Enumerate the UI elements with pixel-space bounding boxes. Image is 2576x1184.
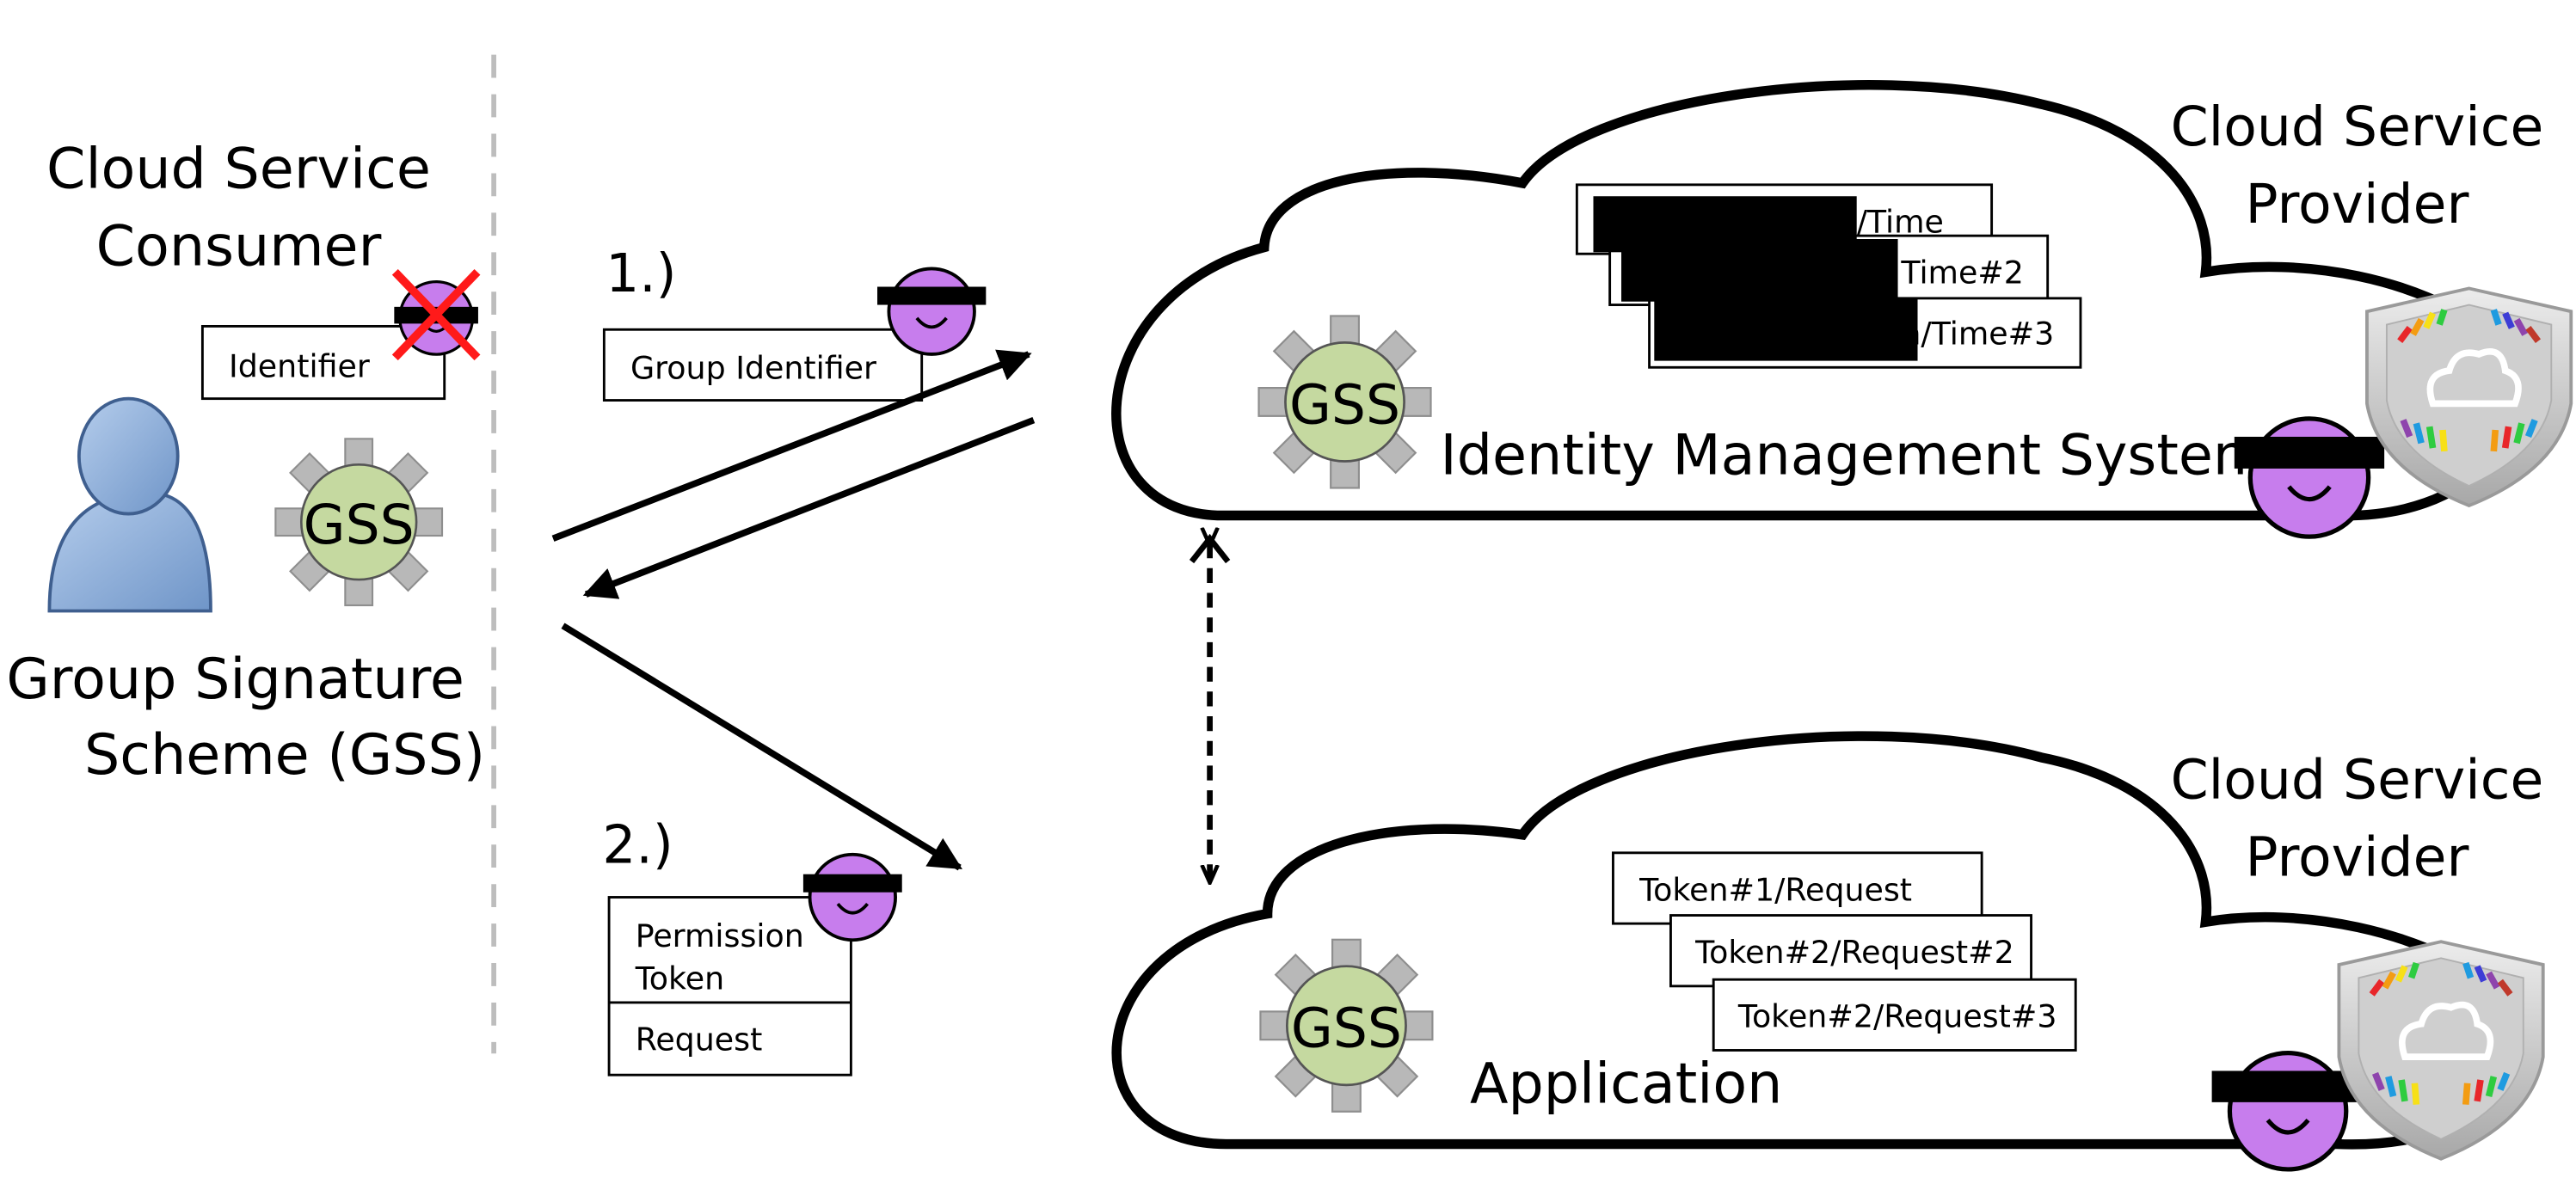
permission-token-card: Permission Token Request [607, 896, 852, 1077]
app-record-list: Token#1/Request Token#2/Request#2 Token#… [1612, 851, 2077, 1052]
consumer-gss-label: GSS [304, 493, 415, 556]
redaction-bars [1593, 196, 1918, 361]
sync-arrow-head-top [1189, 533, 1231, 564]
ims-provider-line1: Cloud Service [2171, 95, 2544, 158]
application-arrow [561, 623, 962, 871]
app-gss-label: GSS [1291, 997, 1402, 1060]
smiley-icon [2211, 1053, 2364, 1169]
group-identifier-label: Group Identifier [630, 350, 876, 387]
ims-record-text: n/Time#3 [1901, 315, 2054, 352]
scheme-line1: Group Signature [6, 647, 464, 712]
ims-record-text: /Time [1857, 203, 1944, 240]
app-provider-line1: Cloud Service [2171, 748, 2544, 812]
request-arrow [551, 349, 1032, 542]
ims-provider-line2: Provider [2245, 172, 2468, 236]
smiley-icon [802, 852, 902, 942]
user-icon [47, 396, 212, 613]
app-record-text: Token#2/Request#3 [1737, 998, 2057, 1035]
step2-number: 2.) [602, 814, 673, 875]
ims-system-label: Identity Management System [1441, 424, 2268, 488]
group-identifier-card: Group Identifier [602, 328, 924, 402]
consumer-title-line1: Cloud Service [46, 138, 431, 202]
identifier-label: Identifier [229, 348, 370, 385]
ims-record-text: Time#2 [1900, 255, 2024, 291]
scheme-line2: Scheme (GSS) [84, 723, 485, 788]
app-record-text: Token#1/Request [1638, 871, 1912, 908]
response-arrow [582, 416, 1036, 599]
revoked-cross-icon [391, 268, 481, 361]
ims-gss-label: GSS [1289, 372, 1400, 436]
app-record: Token#1/Request [1612, 851, 1983, 925]
request-label: Request [636, 1021, 763, 1058]
app-provider-line2: Provider [2245, 825, 2468, 889]
app-record-text: Token#2/Request#2 [1694, 934, 2014, 971]
identifier-card: Identifier [200, 324, 446, 401]
app-record: Token#2/Request#3 [1712, 978, 2077, 1052]
step1-number: 1.) [606, 243, 676, 304]
smiley-icon [877, 267, 987, 356]
app-system-label: Application [1470, 1052, 1782, 1117]
ims-record-list: /Time Time#2 n/Time#3 [1575, 183, 2082, 369]
consumer-title-line2: Consumer [96, 215, 382, 279]
permission-line1: Permission [636, 917, 804, 954]
app-record: Token#2/Request#2 [1669, 914, 2032, 988]
permission-line2: Token [635, 960, 724, 997]
smiley-icon [2234, 419, 2385, 537]
